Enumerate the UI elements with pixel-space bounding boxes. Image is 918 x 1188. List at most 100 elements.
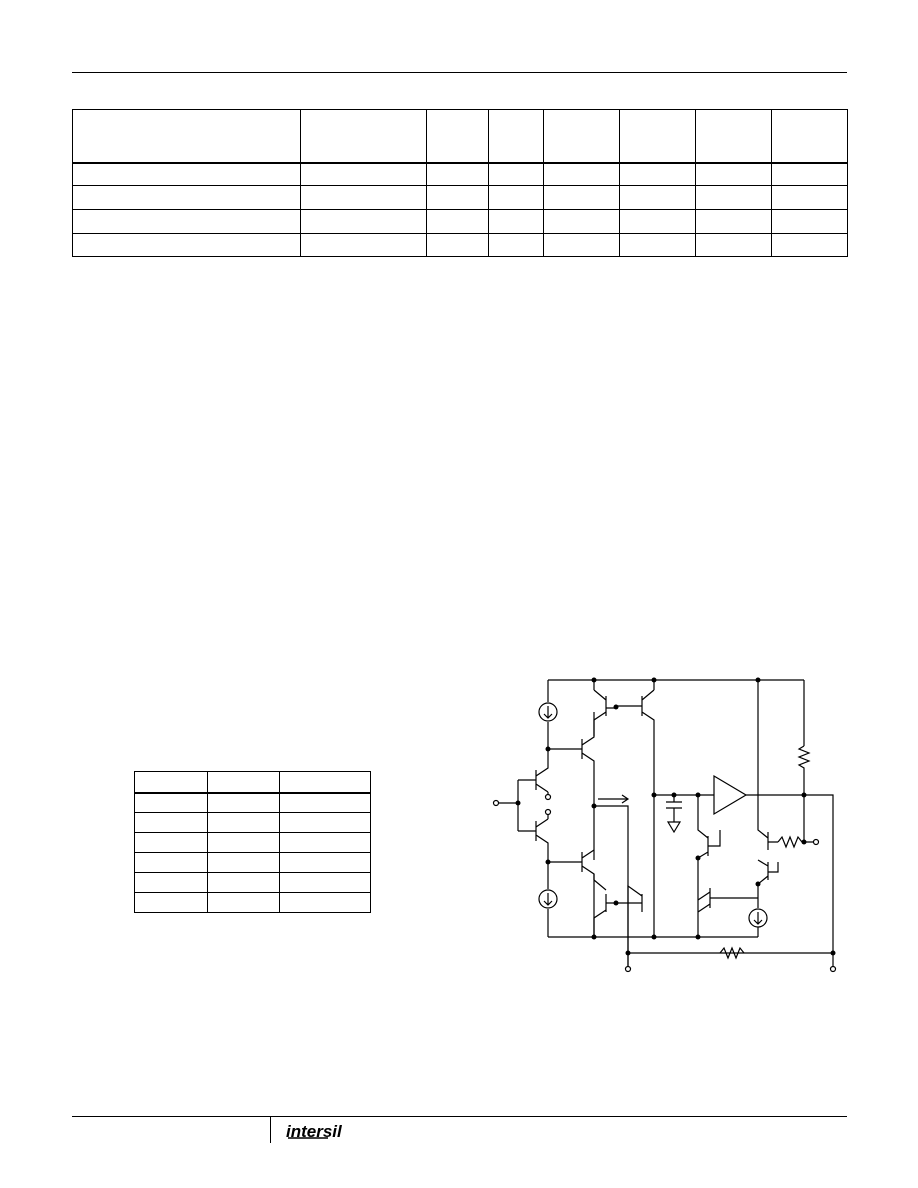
table-cell xyxy=(279,832,371,853)
table-cell xyxy=(695,109,772,164)
intersil-logo-icon: intersil xyxy=(286,1122,343,1141)
table-cell xyxy=(426,109,489,164)
resistor-icon xyxy=(777,835,816,849)
transistor-icon xyxy=(757,859,779,908)
table-cell xyxy=(695,162,772,186)
transistor-icon xyxy=(518,815,549,862)
table-cell xyxy=(279,852,371,873)
table-cell xyxy=(619,233,696,257)
table-header-row xyxy=(72,109,848,164)
table-cell xyxy=(695,233,772,257)
table-cell xyxy=(72,233,301,257)
feedback-wire xyxy=(594,805,629,953)
resistor-icon xyxy=(719,946,745,960)
table-cell xyxy=(207,832,280,853)
table-cell xyxy=(300,233,427,257)
transistor-icon xyxy=(757,680,778,850)
table-cell xyxy=(207,792,280,813)
table-cell xyxy=(543,162,620,186)
table-row xyxy=(134,812,371,833)
table-row xyxy=(134,872,371,893)
header-rule xyxy=(72,72,847,73)
table-row xyxy=(72,233,848,257)
current-source-icon xyxy=(538,680,558,749)
table-cell xyxy=(771,162,848,186)
performance-table xyxy=(72,109,848,257)
table-cell xyxy=(134,892,208,913)
table-header-row xyxy=(134,771,371,794)
footer-rule xyxy=(72,1116,847,1117)
table-cell xyxy=(619,109,696,164)
table-cell xyxy=(207,812,280,833)
table-cell xyxy=(300,209,427,234)
transistor-icon xyxy=(616,884,643,968)
junction-dots xyxy=(515,677,836,956)
table-cell xyxy=(426,209,489,234)
footer-divider xyxy=(270,1116,271,1143)
terminal-icon xyxy=(829,965,837,973)
table-cell xyxy=(488,162,544,186)
transistor-icon xyxy=(616,680,655,937)
table-cell xyxy=(771,109,848,164)
circuit-schematic xyxy=(492,677,837,973)
table-cell xyxy=(488,109,544,164)
table-row xyxy=(134,852,371,873)
svg-text:intersil: intersil xyxy=(286,1122,343,1141)
table-cell xyxy=(134,832,208,853)
table-cell xyxy=(695,209,772,234)
transistor-icon xyxy=(548,712,595,860)
table-row xyxy=(134,832,371,853)
transistor-icon xyxy=(697,858,758,937)
gain-table xyxy=(134,771,371,913)
table-cell xyxy=(543,185,620,210)
current-arrow-icon xyxy=(598,794,630,804)
table-cell xyxy=(207,892,280,913)
table-cell xyxy=(771,209,848,234)
table-cell xyxy=(300,185,427,210)
resistor-icon xyxy=(797,745,811,840)
table-cell xyxy=(134,852,208,873)
table-cell xyxy=(488,185,544,210)
table-cell xyxy=(134,771,208,794)
transistor-icon xyxy=(697,795,721,859)
input-terminal-icon xyxy=(492,799,500,807)
table-row xyxy=(134,792,371,813)
current-source-icon xyxy=(538,862,558,937)
table-row xyxy=(72,185,848,210)
table-cell xyxy=(279,892,371,913)
table-cell xyxy=(134,792,208,813)
table-cell xyxy=(426,162,489,186)
table-cell xyxy=(279,771,371,794)
table-row xyxy=(72,209,848,234)
output-wire xyxy=(746,794,834,953)
transistor-icon xyxy=(518,749,549,796)
table-cell xyxy=(619,162,696,186)
table-cell xyxy=(543,209,620,234)
table-cell xyxy=(134,872,208,893)
table-cell xyxy=(300,109,427,164)
table-cell xyxy=(207,771,280,794)
transistor-icon xyxy=(593,680,616,736)
transistor-icon xyxy=(548,849,595,937)
table-cell xyxy=(771,233,848,257)
table-row xyxy=(72,162,848,186)
table-row xyxy=(134,892,371,913)
table-cell xyxy=(279,792,371,813)
terminal-icon xyxy=(624,965,632,973)
input-wire xyxy=(496,780,519,831)
table-cell xyxy=(279,872,371,893)
terminal-icon xyxy=(812,838,820,846)
table-cell xyxy=(207,872,280,893)
table-cell xyxy=(426,185,489,210)
table-cell xyxy=(207,852,280,873)
table-cell xyxy=(771,185,848,210)
terminal-icon xyxy=(544,808,552,816)
table-cell xyxy=(695,185,772,210)
table-cell xyxy=(619,209,696,234)
table-cell xyxy=(72,109,301,164)
supply-rails xyxy=(548,679,833,954)
buffer-amplifier-icon xyxy=(713,774,748,816)
table-cell xyxy=(488,233,544,257)
table-cell xyxy=(543,109,620,164)
table-cell xyxy=(134,812,208,833)
